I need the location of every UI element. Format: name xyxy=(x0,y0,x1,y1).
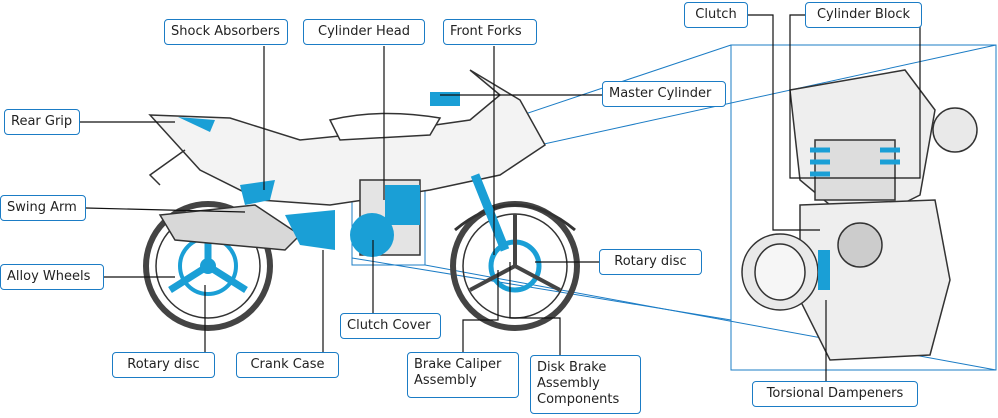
motorcycle-body xyxy=(148,69,546,257)
label-master-cylinder: Master Cylinder xyxy=(602,81,726,107)
label-rotary-disc-front: Rotary disc xyxy=(599,249,702,275)
label-brake-caliper-assembly: Brake Caliper Assembly xyxy=(407,352,519,398)
label-shock-absorbers: Shock Absorbers xyxy=(164,19,288,45)
label-cylinder-block: Cylinder Block xyxy=(805,2,922,28)
engine-cutaway xyxy=(741,69,978,361)
label-disk-brake-assembly-components: Disk Brake Assembly Components xyxy=(530,355,641,414)
label-rotary-disc-rear: Rotary disc xyxy=(112,352,215,378)
label-rear-grip: Rear Grip xyxy=(4,109,80,135)
label-torsional-dampeners: Torsional Dampeners xyxy=(752,381,918,407)
label-alloy-wheels: Alloy Wheels xyxy=(0,264,104,290)
label-crank-case: Crank Case xyxy=(236,352,339,378)
front-wheel xyxy=(450,201,580,331)
engine-inset-frame xyxy=(730,44,997,371)
label-swing-arm: Swing Arm xyxy=(0,195,86,221)
label-front-forks: Front Forks xyxy=(443,19,537,45)
label-clutch: Clutch xyxy=(684,2,748,28)
label-clutch-cover: Clutch Cover xyxy=(340,313,441,339)
label-cylinder-head: Cylinder Head xyxy=(303,19,425,45)
